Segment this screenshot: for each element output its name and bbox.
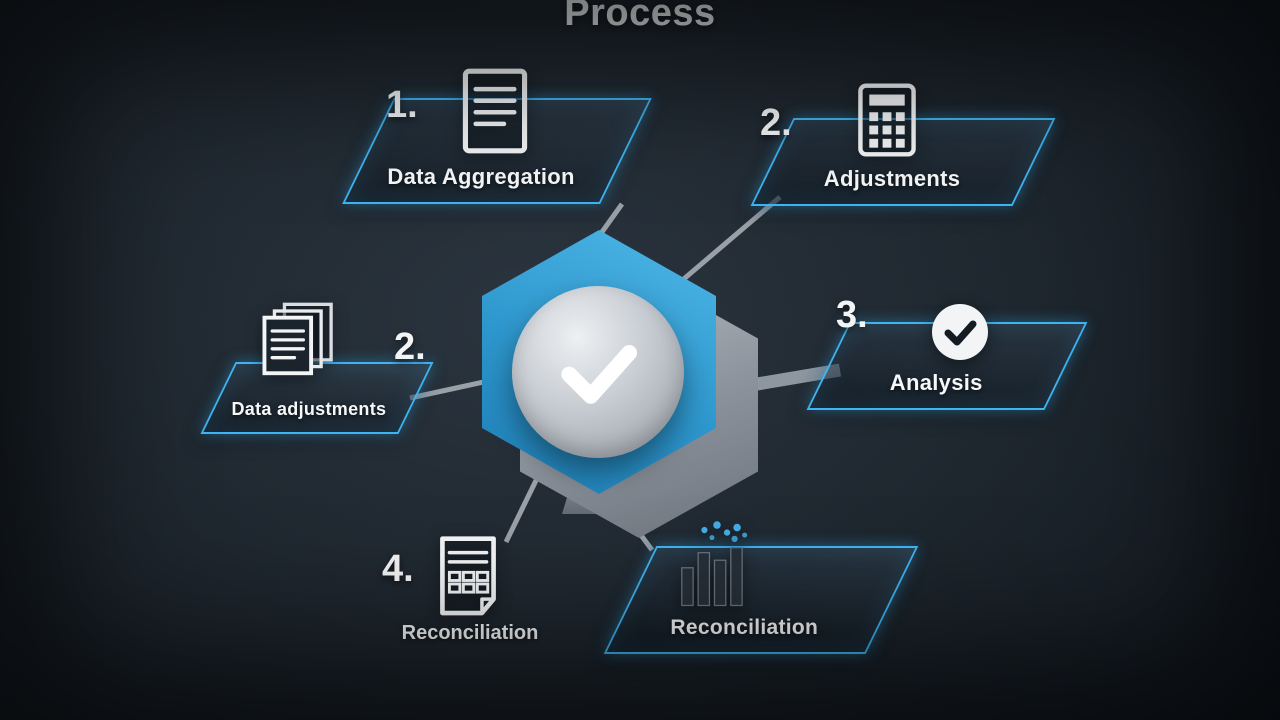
step-label: Reconciliation (670, 616, 819, 639)
report-document-icon (432, 534, 504, 625)
step-panel-reconciliation: Reconciliation (603, 546, 919, 654)
bar-chart-icon (678, 520, 756, 613)
page-title: Process (564, 0, 716, 34)
document-icon (458, 66, 532, 161)
step-label: Analysis (889, 370, 983, 395)
step-label: Data adjustments (231, 399, 386, 419)
step-label: Reconciliation (401, 622, 539, 644)
step-label: Data Aggregation (387, 164, 576, 189)
step-number: 4. (382, 548, 414, 590)
step-number: 3. (836, 294, 868, 336)
calculator-icon (856, 82, 918, 163)
step-number: 2. (760, 102, 792, 144)
step-label: Adjustments (823, 166, 961, 191)
check-circle-icon (928, 300, 992, 369)
step-number: 1. (386, 84, 418, 126)
check-icon (561, 345, 637, 404)
step-number: 2. (394, 326, 426, 368)
stacked-documents-icon (260, 302, 340, 385)
check-circle (512, 286, 684, 458)
